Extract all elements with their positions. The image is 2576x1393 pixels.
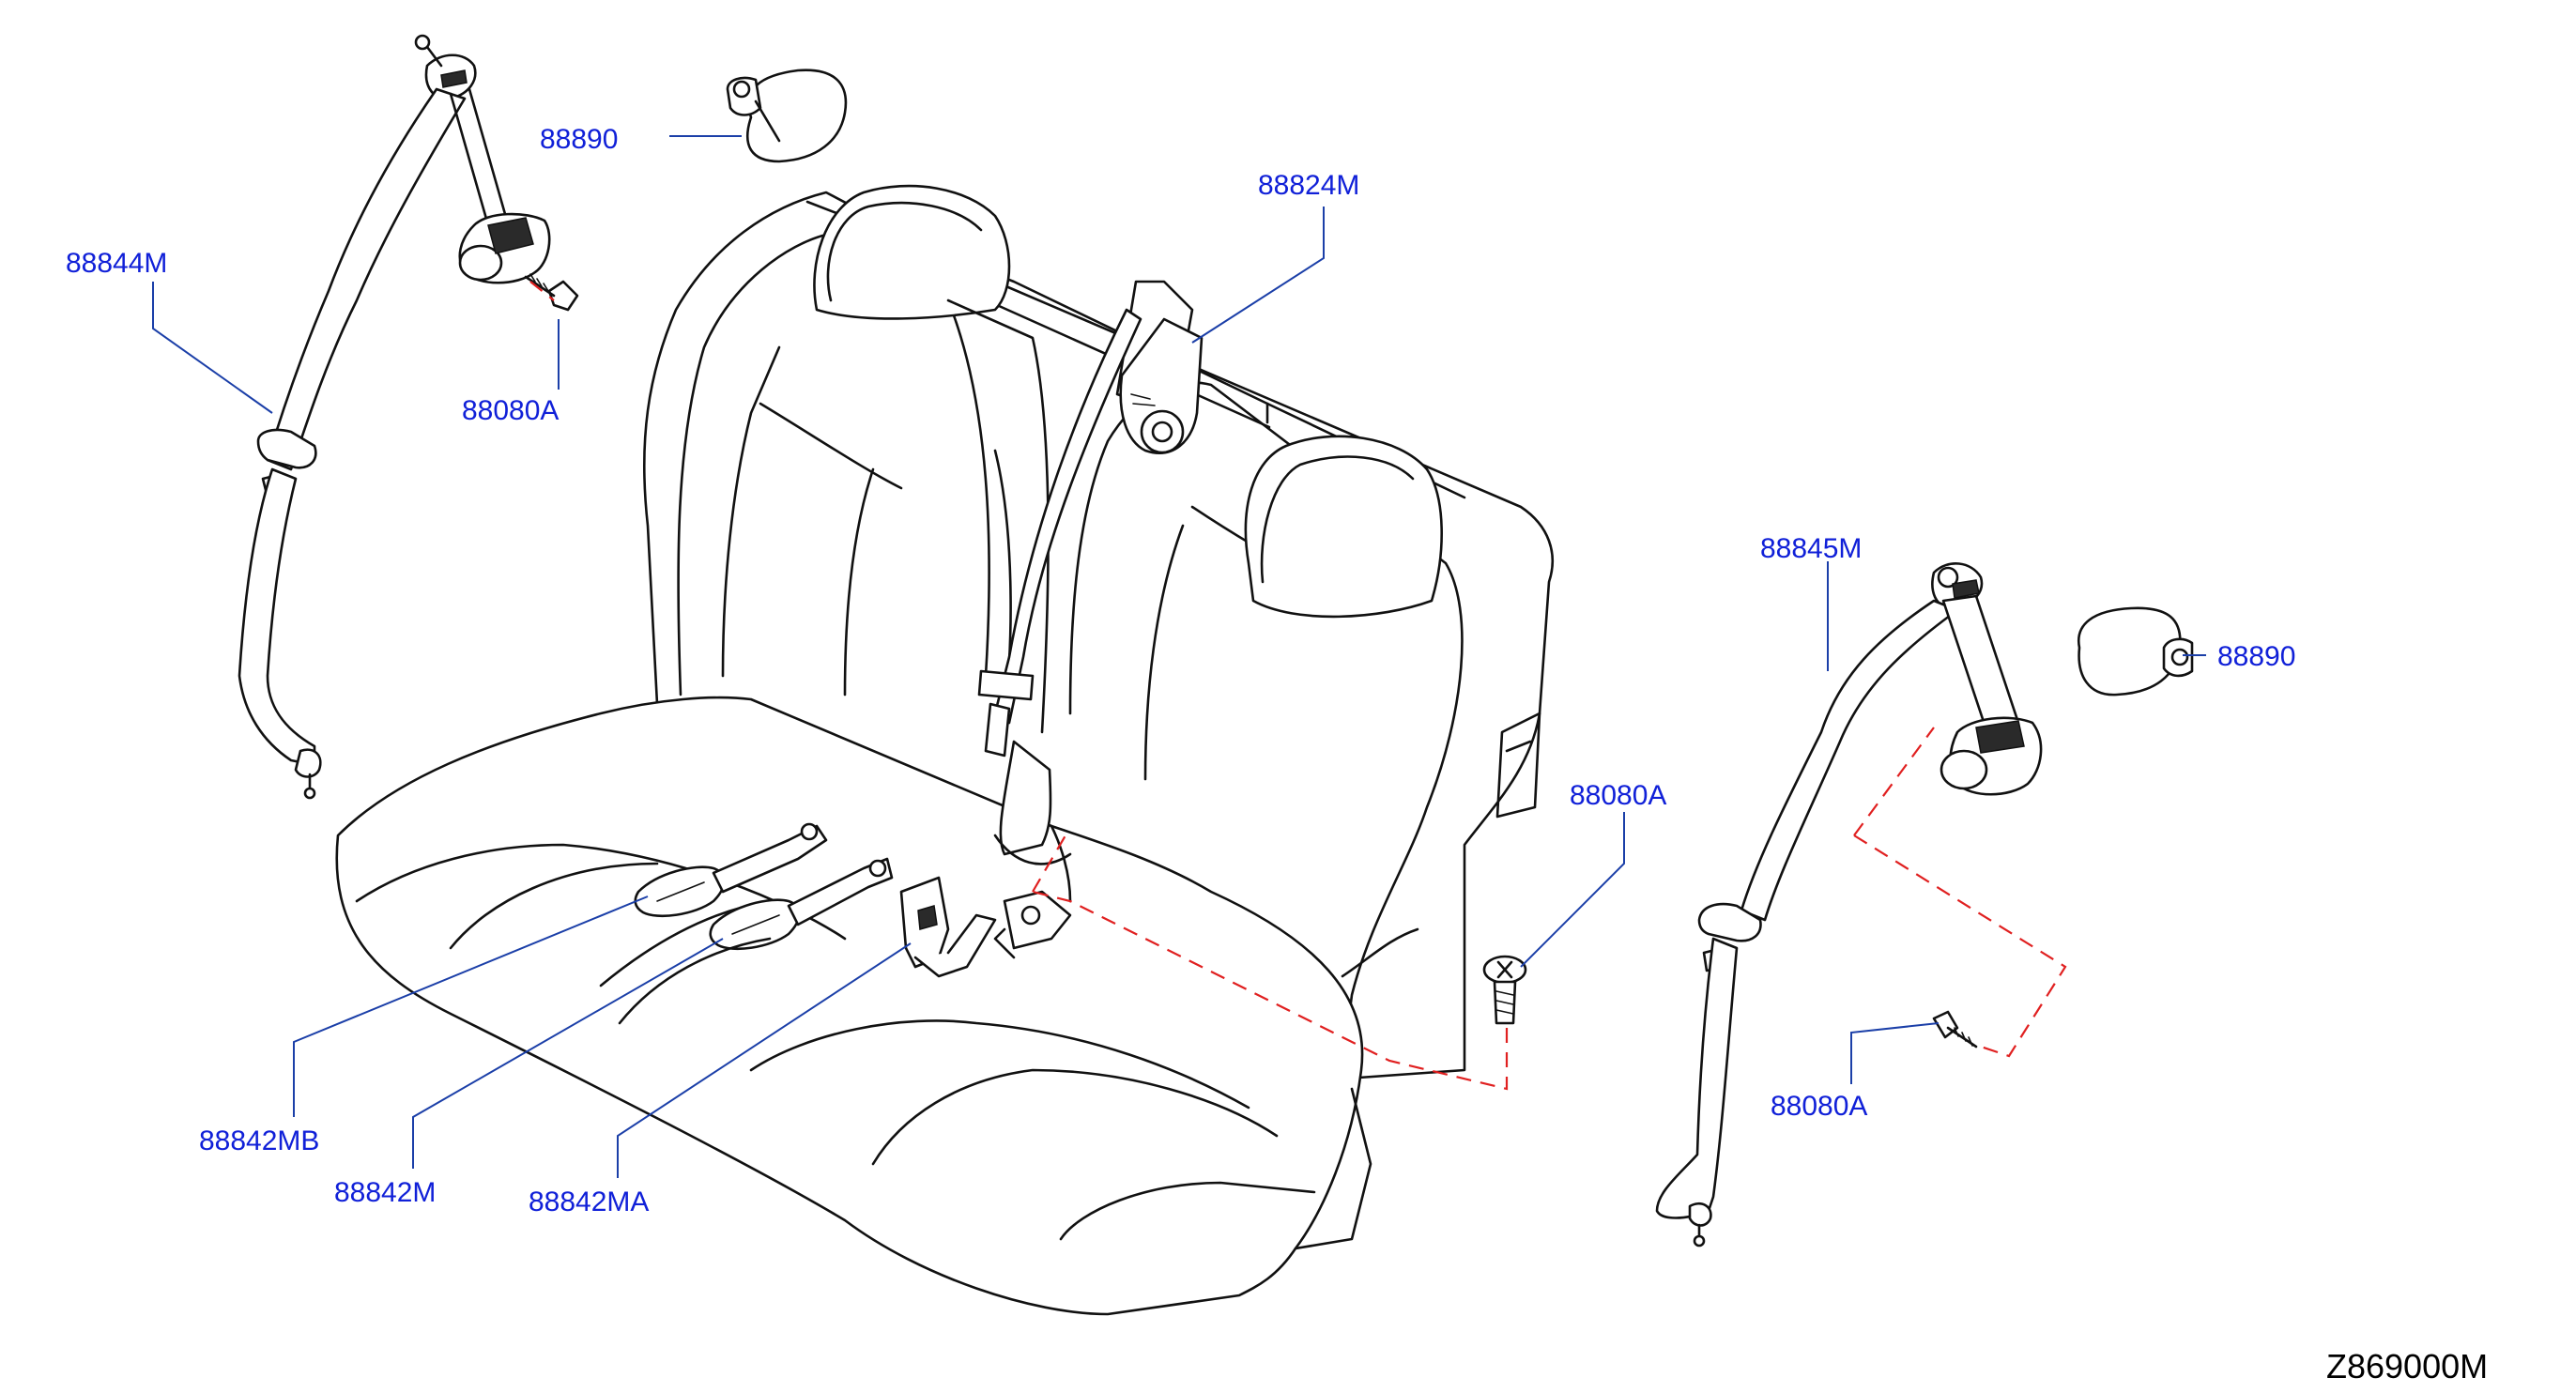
callout-88824m: 88824M — [1258, 170, 1359, 201]
leader-88842ma — [617, 942, 912, 1178]
cover-right — [2077, 606, 2194, 696]
right-seatback-cushion — [1068, 381, 1464, 1072]
bolt-center — [1482, 955, 1527, 1025]
left-belt-assembly — [238, 34, 551, 800]
leader-88080a-lower-right — [1850, 1022, 1940, 1084]
left-seatback-cushion — [677, 233, 990, 696]
center-seat-belt — [977, 280, 1204, 865]
buckle-88842m — [618, 857, 894, 1025]
bolt-lower-right — [1932, 1010, 1978, 1049]
seat-cushion-outline — [335, 696, 1364, 1316]
right-headrest — [1244, 435, 1443, 619]
leader-88824m — [1191, 207, 1325, 344]
cover-upper — [726, 69, 848, 163]
callout-88842ma: 88842MA — [529, 1186, 649, 1217]
buckle-88842ma — [899, 876, 997, 978]
callout-88080a-lower-right: 88080A — [1771, 1091, 1867, 1122]
left-headrest — [813, 184, 1011, 320]
callout-88842m: 88842M — [334, 1177, 436, 1208]
right-belt-assembly — [1655, 562, 2043, 1248]
callout-88890-upper: 88890 — [540, 124, 618, 155]
callout-88844m: 88844M — [66, 248, 167, 279]
callout-88080a-upper: 88080A — [462, 395, 559, 426]
callout-88890-right: 88890 — [2217, 641, 2295, 672]
diagram-code: Z869000M — [2326, 1347, 2488, 1385]
callout-88842mb: 88842MB — [199, 1125, 319, 1156]
bolt-upper-left — [524, 273, 579, 312]
leader-88844m — [152, 282, 273, 414]
buckle-88842mb — [634, 822, 828, 918]
leader-88842mb — [293, 896, 649, 1117]
callout-labels: 88844M 88080A 88890 88824M 88845M 88890 … — [66, 124, 2295, 1217]
leader-88842m — [412, 938, 724, 1169]
leader-88080a-center — [1520, 812, 1625, 968]
rear-seat-illustration — [335, 184, 1554, 1316]
callout-88080a-center: 88080A — [1570, 780, 1666, 811]
assembly-dashed-lines — [529, 281, 2067, 1091]
callout-88845m: 88845M — [1760, 533, 1862, 564]
leader-lines — [152, 135, 2206, 1178]
